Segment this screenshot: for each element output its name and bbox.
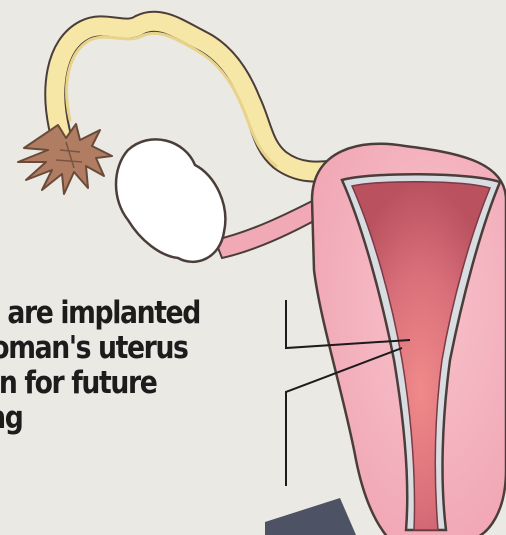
caption-line: woman's uterus: [0, 331, 243, 366]
fimbriae: [18, 124, 112, 194]
caption-line: ting: [0, 401, 243, 436]
dark-shape: [265, 498, 356, 535]
caption-line: zen for future: [0, 366, 243, 401]
ovary: [116, 139, 225, 261]
caption-text: os are implanted woman's uterus zen for …: [0, 296, 243, 436]
caption-line: os are implanted: [0, 296, 243, 331]
